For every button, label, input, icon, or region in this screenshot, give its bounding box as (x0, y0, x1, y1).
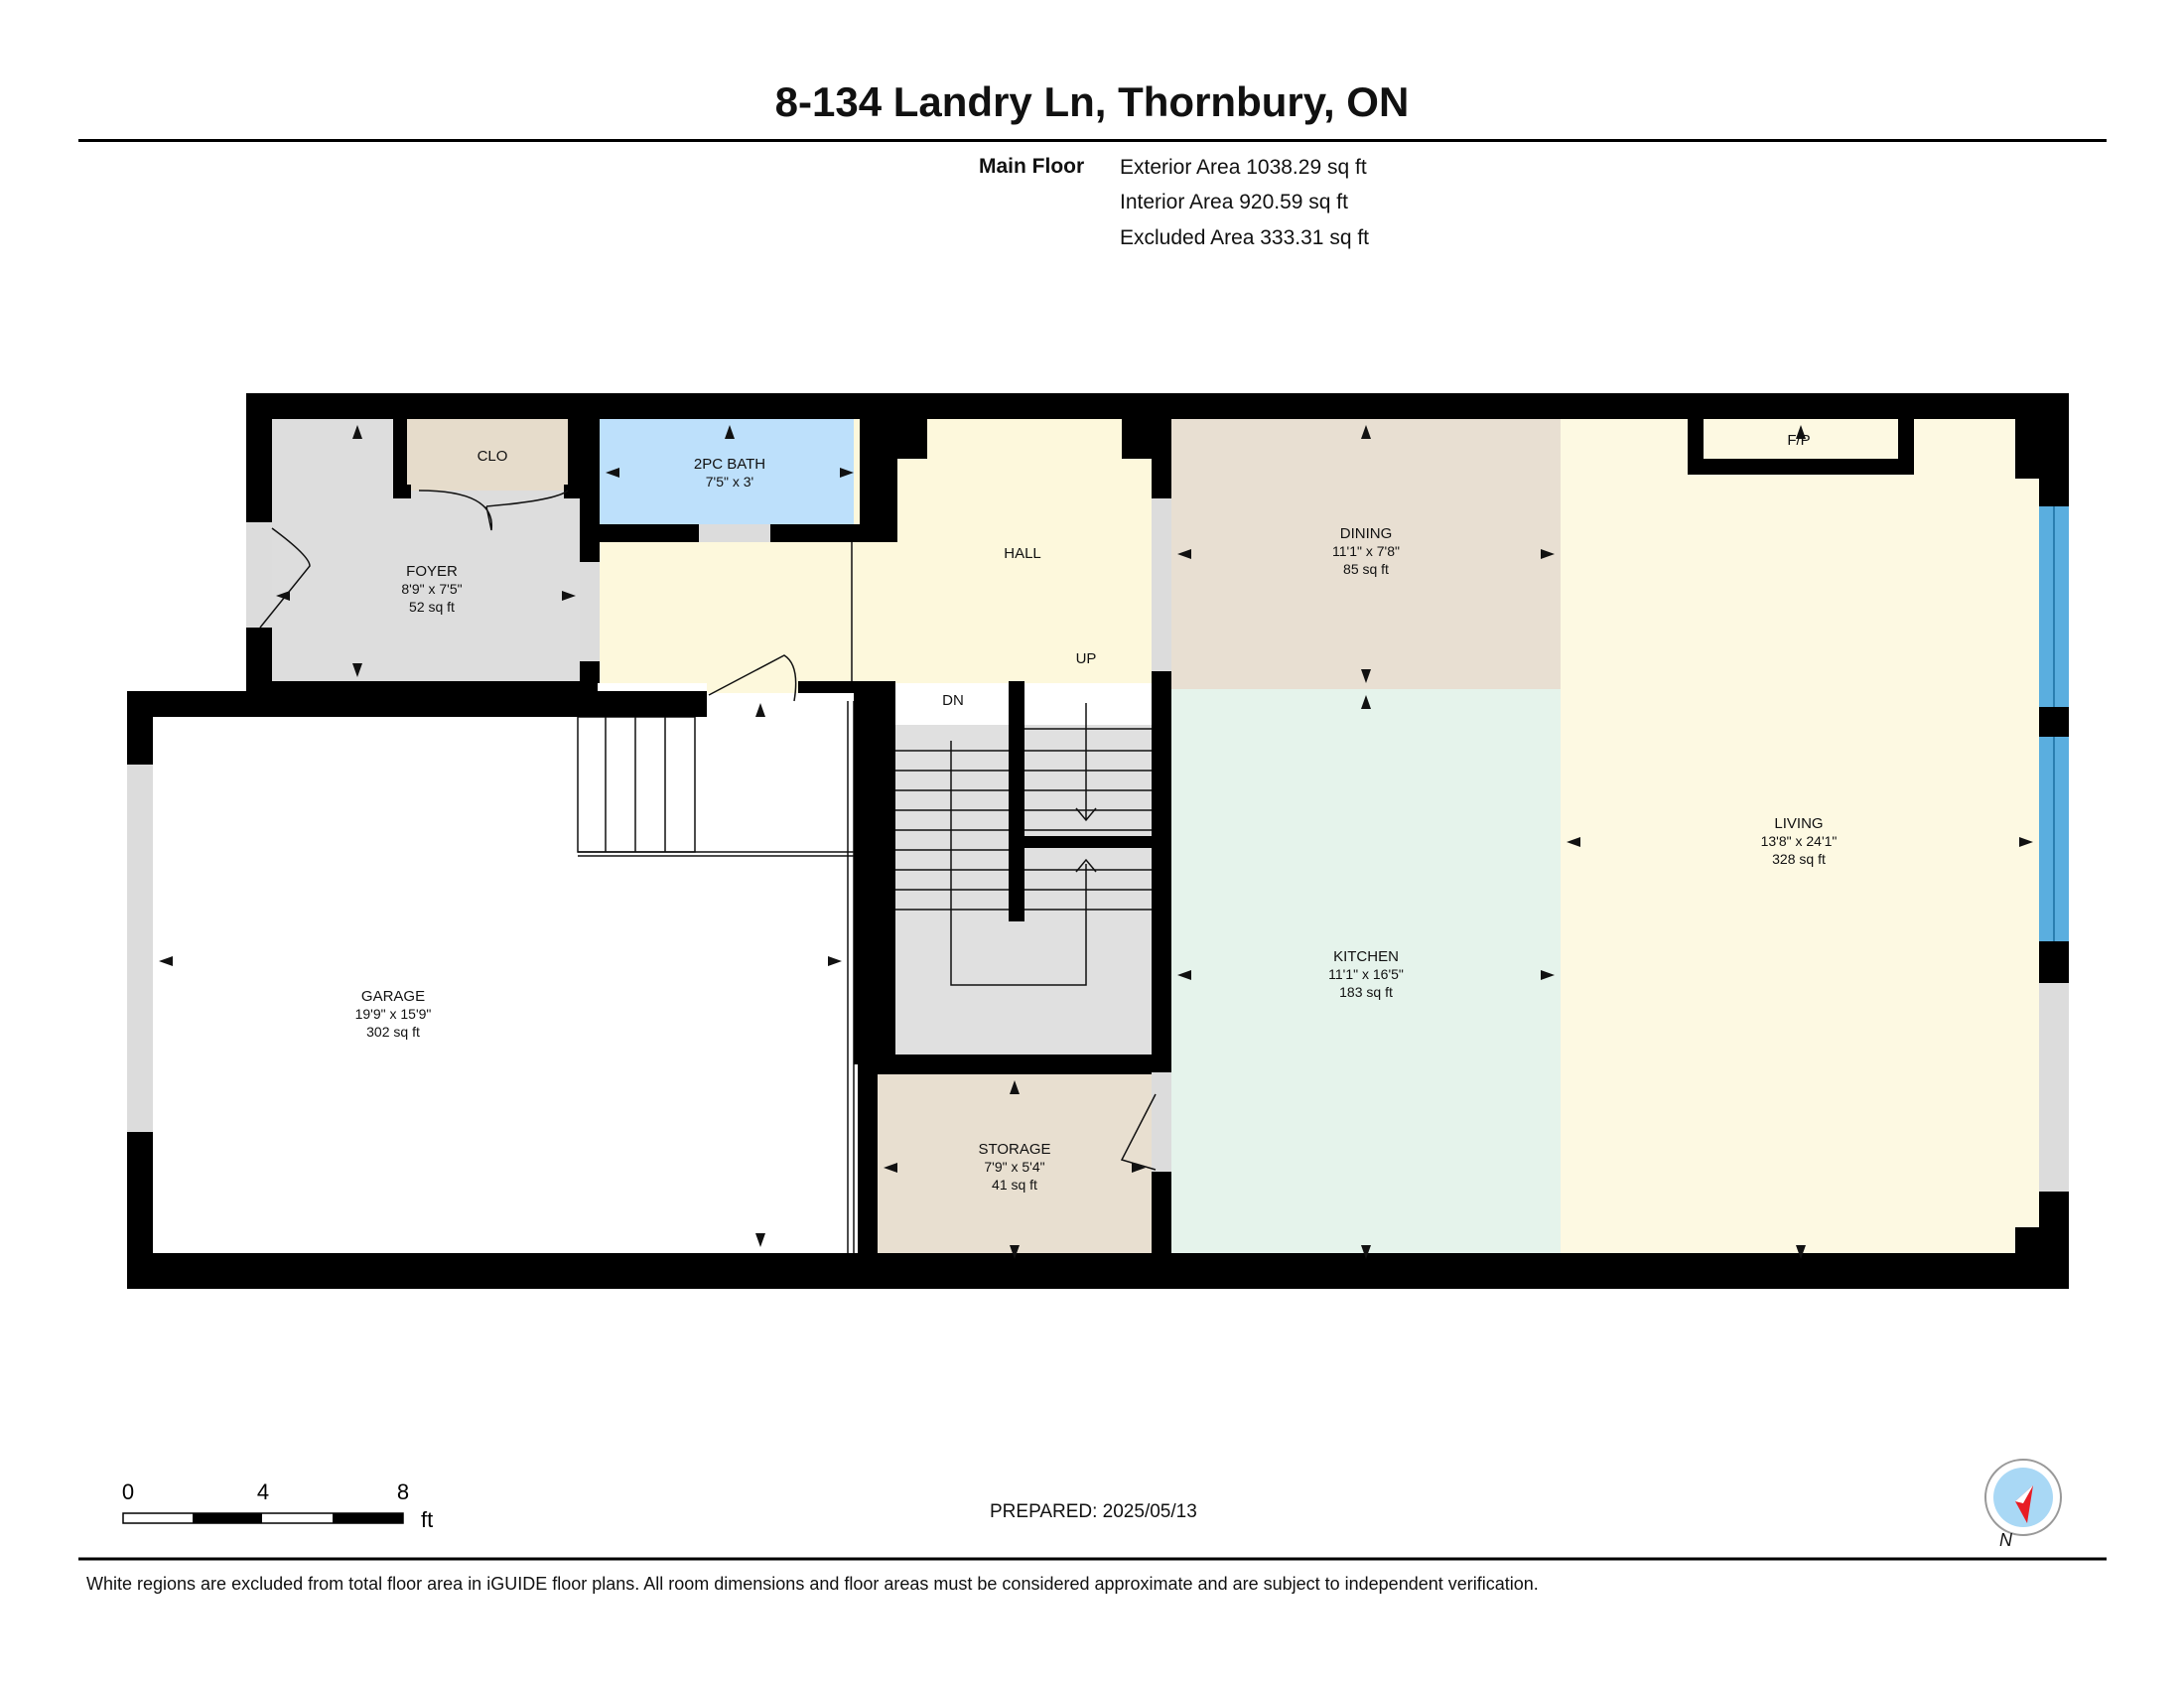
scale-unit: ft (421, 1507, 433, 1532)
dining-name: DINING (1340, 525, 1393, 542)
page-title: 8-134 Landry Ln, Thornbury, ON (774, 78, 1410, 125)
garage-name: GARAGE (361, 988, 425, 1005)
closet-jamb-right (564, 485, 582, 498)
storage-dims: 7'9" x 5'4" (984, 1159, 1044, 1175)
scale-tick-8: 8 (397, 1479, 409, 1504)
living-name: LIVING (1774, 815, 1823, 832)
stair-divider (1009, 681, 1024, 921)
foyer-name: FOYER (406, 563, 458, 580)
excluded-area: Excluded Area 333.31 sq ft (1120, 226, 1370, 249)
storage-area: 41 sq ft (992, 1177, 1037, 1193)
stair-treads (895, 703, 1152, 986)
garage-dims: 19'9" x 15'9" (355, 1006, 432, 1022)
openings (127, 498, 2069, 1192)
exterior-area: Exterior Area 1038.29 sq ft (1120, 156, 1367, 179)
closet-wall-right (568, 419, 582, 494)
scale-bar: 0 4 8 ft (122, 1479, 433, 1532)
windows (2039, 506, 2069, 941)
scale-tick-4: 4 (257, 1479, 269, 1504)
storage-fill (878, 1074, 1152, 1265)
living-area: 328 sq ft (1772, 851, 1826, 867)
storage-name: STORAGE (978, 1141, 1050, 1158)
compass-north-label: N (1999, 1530, 2012, 1550)
closet-wall-left (393, 419, 407, 491)
living-fill (1561, 419, 2039, 1265)
fireplace-name: F/P (1787, 432, 1810, 449)
stair-landing-wall (1024, 836, 1152, 848)
kitchen-fill (1171, 689, 1561, 1265)
closet-fill (407, 419, 578, 491)
closet-name: CLO (478, 448, 508, 465)
hall-fill (854, 419, 1152, 683)
kitchen-area: 183 sq ft (1339, 984, 1393, 1000)
closet-jamb-left (393, 485, 411, 498)
bath-dims: 7'5" x 3' (706, 474, 753, 490)
scale-tick-0: 0 (122, 1479, 134, 1504)
compass-icon (1984, 1459, 2062, 1536)
dimension-arrows (159, 425, 2033, 1259)
prepared-date: PREPARED: 2025/05/13 (990, 1501, 1197, 1522)
hall-name: HALL (1004, 545, 1041, 562)
dining-fill (1171, 419, 1561, 689)
kitchen-name: KITCHEN (1333, 948, 1399, 965)
disclaimer: White regions are excluded from total fl… (86, 1574, 1539, 1594)
foyer-area: 52 sq ft (409, 599, 455, 615)
foyer-dims: 8'9" x 7'5" (401, 581, 462, 597)
kitchen-dims: 11'1" x 16'5" (1328, 966, 1404, 982)
stair-down-label: DN (942, 692, 964, 709)
dining-area: 85 sq ft (1343, 561, 1389, 577)
hall-passage-fill (598, 542, 895, 683)
stair-up-label: UP (1076, 650, 1097, 667)
garage-area: 302 sq ft (366, 1024, 420, 1040)
floor-label: Main Floor (979, 155, 1085, 178)
living-dims: 13'8" x 24'1" (1761, 833, 1838, 849)
bath-name: 2PC BATH (694, 456, 765, 473)
interior-area: Interior Area 920.59 sq ft (1120, 191, 1348, 213)
header-rule (78, 139, 2107, 142)
dining-dims: 11'1" x 7'8" (1332, 543, 1400, 559)
door-swings (259, 490, 1157, 1171)
